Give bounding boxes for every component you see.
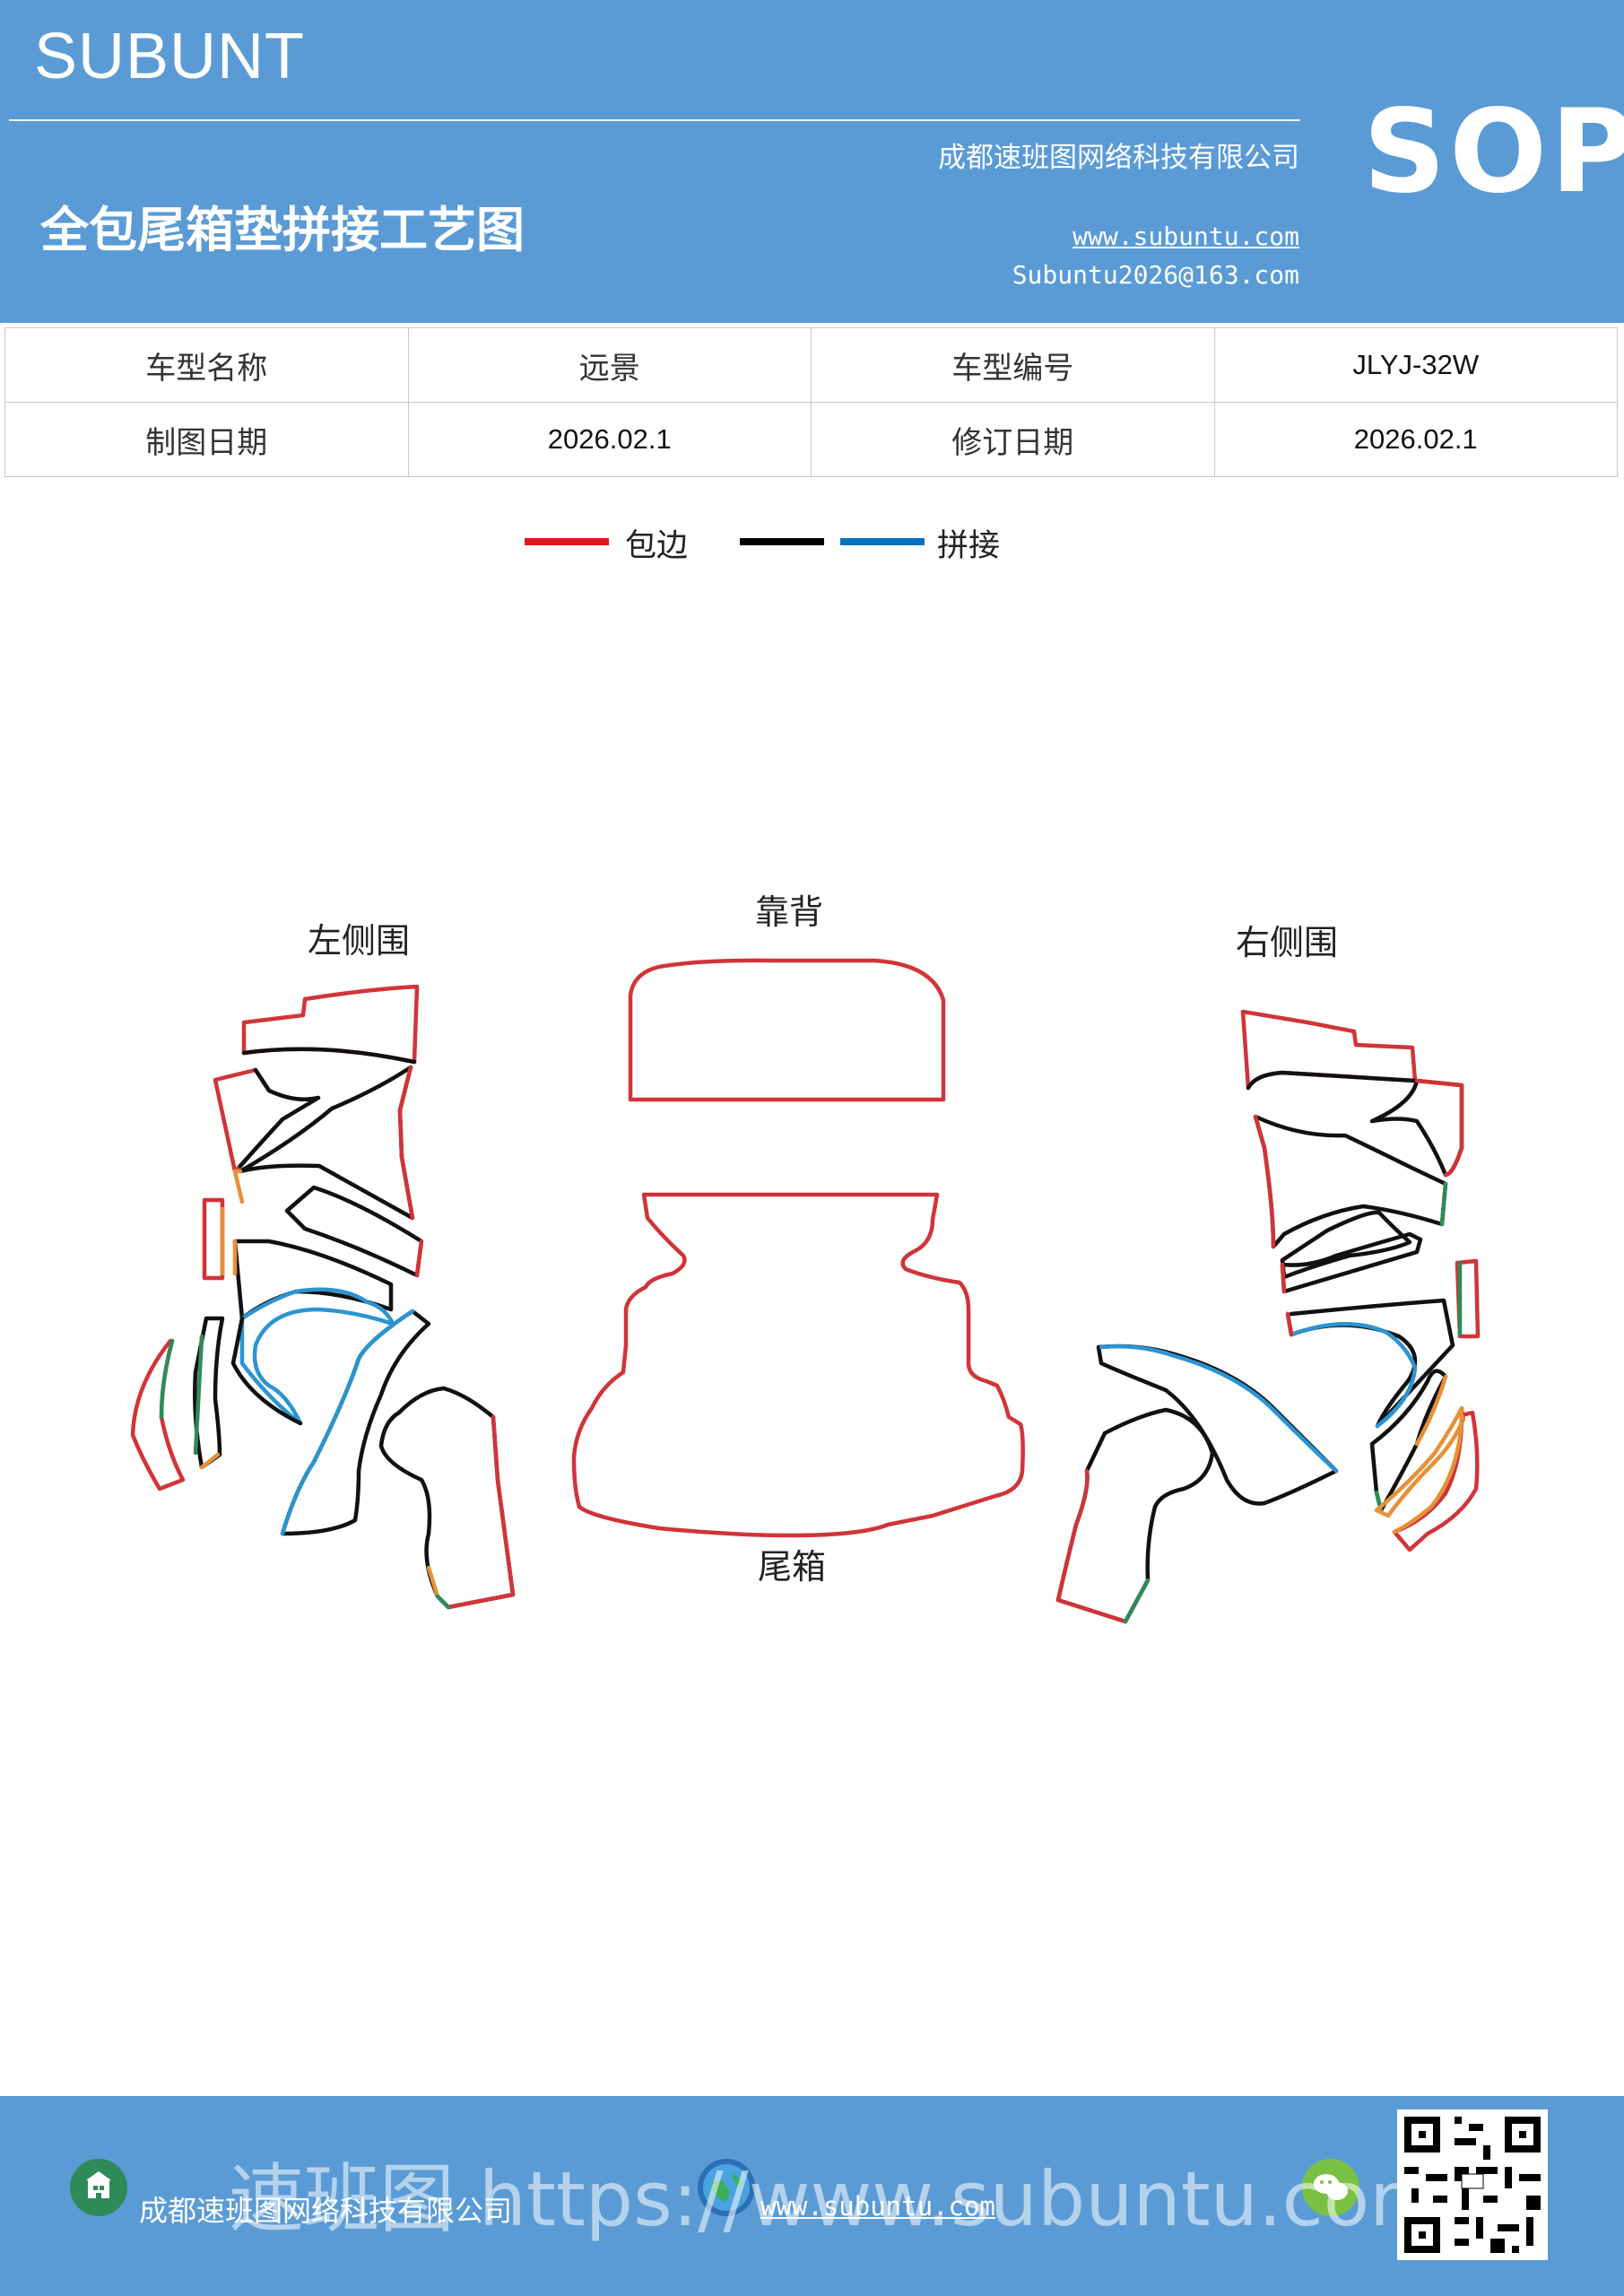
right-piece-2-edge	[1414, 1078, 1464, 1178]
left-piece-9	[193, 1316, 225, 1470]
building-icon	[70, 2159, 127, 2216]
label-left-side: 左侧围	[308, 921, 410, 961]
trunk-floor-piece	[571, 1192, 1025, 1538]
right-piece-7-edge	[1285, 1311, 1294, 1337]
left-piece-2-seam	[238, 1067, 321, 1169]
left-piece-11	[378, 1386, 516, 1610]
right-piece-3	[1253, 1114, 1448, 1249]
left-piece-1-seam	[241, 1047, 417, 1065]
right-piece-3-green	[1439, 1181, 1448, 1227]
legend-label-splice: 拼接	[937, 528, 1001, 564]
label-trunk: 尾箱	[758, 1547, 826, 1587]
footer-watermark: 速班图 https://www.subuntu.com	[229, 2155, 1443, 2243]
backrest-piece	[628, 958, 946, 1102]
label-right-side: 右侧围	[1236, 923, 1338, 962]
header-website-link[interactable]: www.subuntu.com	[1073, 222, 1299, 251]
left-piece-11-green	[435, 1594, 451, 1610]
right-piece-12	[1392, 1410, 1480, 1552]
right-piece-3-edge	[1253, 1114, 1276, 1249]
value-model-name: 远景	[407, 327, 812, 403]
footer-company-name: 成都速班图网络科技有限公司	[139, 2194, 513, 2228]
table-row: 制图日期 2026.02.1 修订日期 2026.02.1	[4, 402, 1618, 477]
left-piece-3-edge	[397, 1065, 415, 1221]
header-divider	[9, 119, 1300, 121]
right-piece-5	[1280, 1231, 1423, 1294]
legend-black-line	[740, 538, 824, 545]
legend-label-edge: 包边	[625, 528, 689, 564]
left-piece-8	[130, 1338, 186, 1492]
left-piece-11-edge	[446, 1414, 516, 1610]
header-email: Subuntu2026@163.com	[1012, 260, 1299, 290]
left-piece-10	[280, 1309, 431, 1536]
left-piece-11-orange	[426, 1565, 440, 1599]
left-piece-8-green	[159, 1338, 175, 1420]
header-company-name: 成都速班图网络科技有限公司	[938, 142, 1299, 174]
vehicle-info-table: 车型名称 远景 车型编号 JLYJ-32W 制图日期 2026.02.1 修订日…	[4, 327, 1618, 477]
label-backrest: 靠背	[755, 892, 823, 932]
left-piece-9-green	[193, 1334, 204, 1456]
brand-logo-text: SUBUNT	[34, 21, 306, 92]
left-piece-7	[239, 1287, 395, 1426]
left-piece-9-orange	[199, 1452, 221, 1470]
right-piece-1-seam	[1246, 1070, 1418, 1091]
right-piece-10-orange	[1414, 1374, 1448, 1447]
legend: 包边 拼接	[0, 520, 1624, 574]
left-piece-4	[284, 1185, 424, 1278]
label-model-name: 车型名称	[4, 327, 409, 403]
legend-blue-line	[840, 538, 925, 545]
right-piece-8-blue	[1099, 1344, 1339, 1474]
table-row: 车型名称 远景 车型编号 JLYJ-32W	[4, 327, 1618, 403]
left-piece-5	[202, 1197, 225, 1281]
right-side-group	[1055, 1009, 1481, 1624]
right-piece-12-orange	[1392, 1413, 1464, 1535]
right-piece-7-blue	[1289, 1321, 1418, 1429]
right-piece-9-green	[1123, 1578, 1151, 1624]
qr-code-icon	[1397, 2109, 1548, 2260]
right-piece-4	[1280, 1210, 1412, 1280]
header-band	[0, 0, 1624, 323]
value-model-code: JLYJ-32W	[1213, 327, 1618, 403]
legend-red-line	[525, 538, 609, 545]
sop-badge: SOP	[1363, 85, 1624, 219]
value-draw-date: 2026.02.1	[407, 402, 812, 477]
left-piece-4-edge	[414, 1239, 424, 1278]
left-side-group	[130, 984, 516, 1610]
label-revision-date: 修订日期	[811, 402, 1215, 477]
label-draw-date: 制图日期	[4, 402, 409, 477]
globe-icon	[698, 2159, 755, 2216]
document-title: 全包尾箱垫拼接工艺图	[40, 201, 525, 258]
right-piece-5-edge	[1280, 1262, 1287, 1294]
label-model-code: 车型编号	[811, 327, 1215, 403]
right-piece-7	[1285, 1298, 1455, 1429]
left-piece-7-black	[230, 1316, 303, 1426]
right-piece-9-edge	[1055, 1468, 1128, 1624]
left-piece-3-orange	[232, 1169, 245, 1205]
left-piece-10-blue	[280, 1309, 415, 1536]
trunk-mat-diagram: 左侧围 靠背 右侧围 尾箱	[130, 892, 1481, 1624]
wechat-icon	[1302, 2159, 1359, 2216]
right-piece-11	[1374, 1405, 1466, 1518]
right-piece-2	[1369, 1078, 1464, 1178]
value-revision-date: 2026.02.1	[1213, 402, 1618, 477]
footer-website-link[interactable]: www.subuntu.com	[760, 2191, 995, 2222]
